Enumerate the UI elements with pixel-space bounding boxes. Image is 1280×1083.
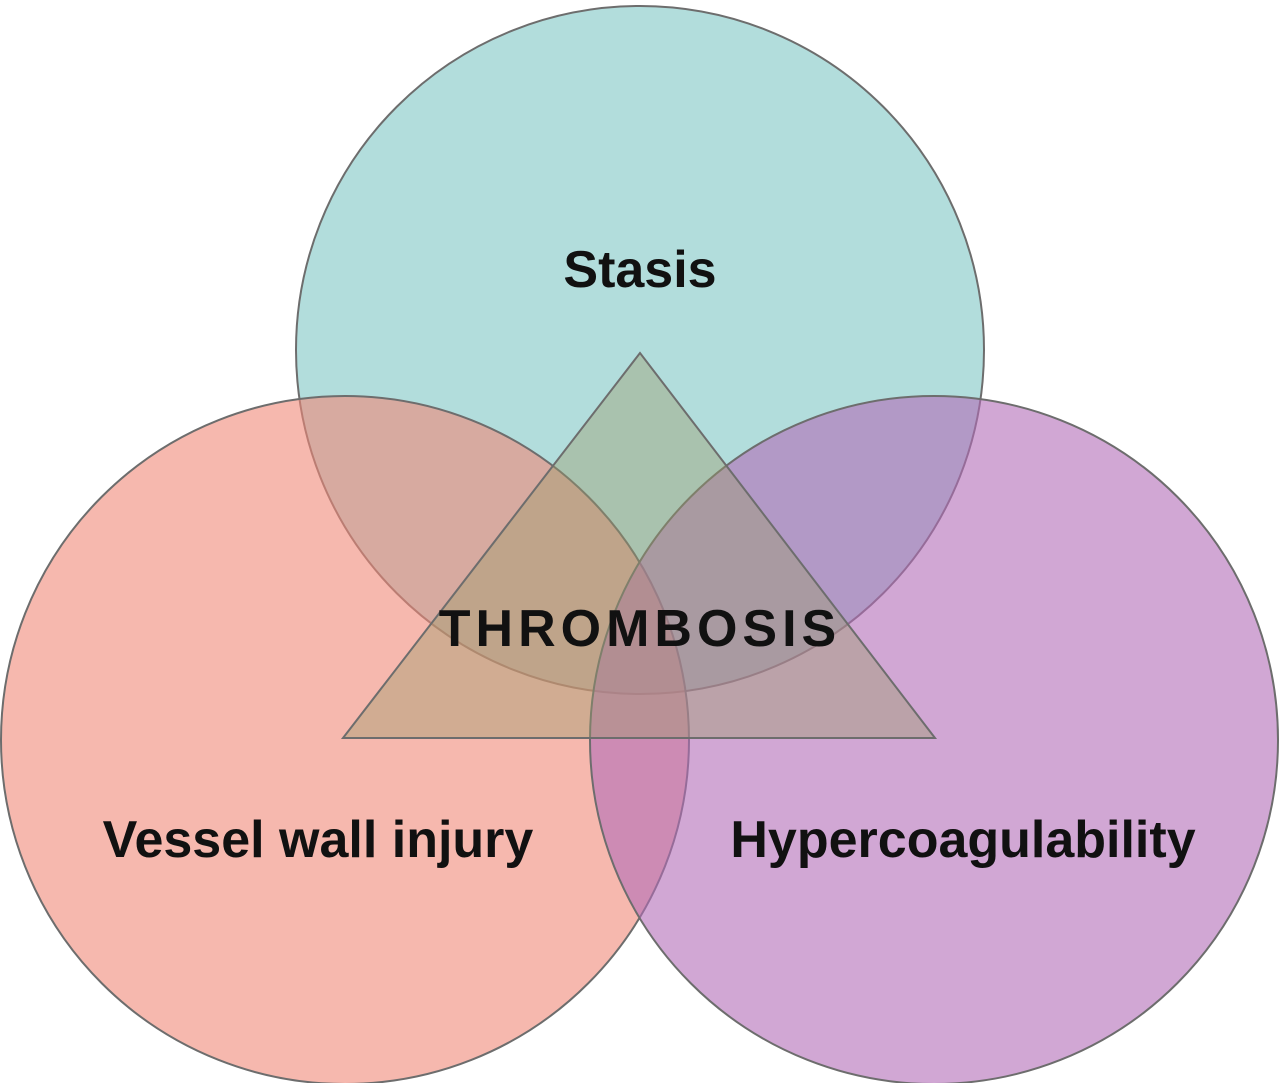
thrombosis-triangle	[340, 351, 938, 739]
hypercoagulability-label: Hypercoagulability	[730, 811, 1195, 869]
vessel-wall-injury-label: Vessel wall injury	[103, 811, 534, 869]
hypercoagulability-circle	[589, 395, 1279, 1083]
thrombosis-label: THROMBOSIS	[439, 600, 841, 658]
stasis-label: Stasis	[563, 241, 716, 299]
